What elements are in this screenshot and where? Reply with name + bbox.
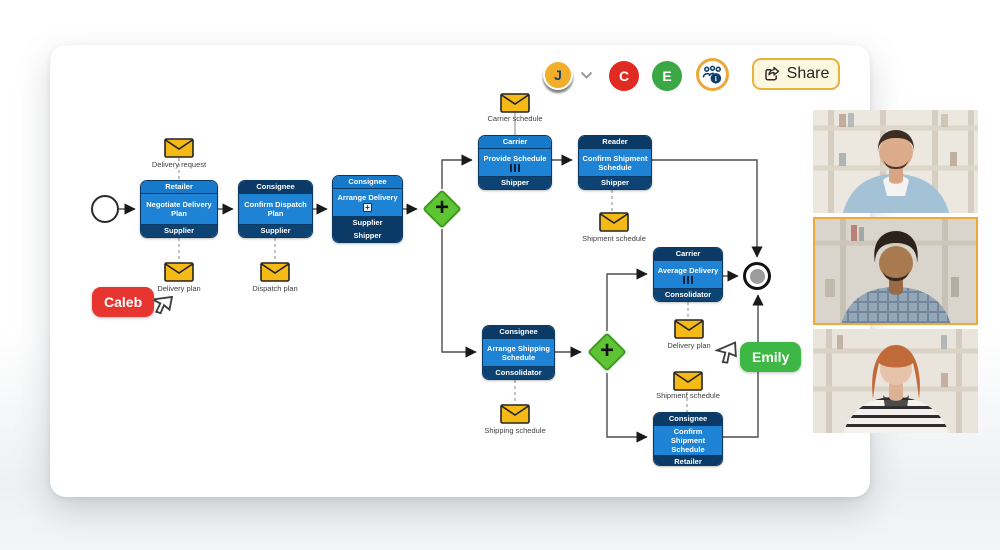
task-header: Consignee [239,181,312,194]
message-label: Delivery plan [667,341,711,350]
task-label: Negotiate Delivery Plan [146,200,212,218]
multi-instance-icon [510,163,520,172]
task-label: Arrange Shipping Schedule [487,343,550,362]
task-header: Consignee [333,176,402,189]
task-footer: Supplier [141,224,217,237]
avatar-j[interactable]: J [543,60,573,90]
message-carrier-schedule[interactable] [500,93,530,113]
task-label: Provide Schedule [483,153,547,163]
cursor-label-emily: Emily [740,342,802,372]
task-footer: Retailer [654,455,722,465]
task-footer: Consolidator [483,366,554,379]
task-arrange-delivery[interactable]: Consignee Arrange Delivery + Supplier Sh… [332,175,403,243]
message-label: Dispatch plan [252,284,298,293]
message-label: Delivery plan [157,284,201,293]
video-thumbnail-3[interactable] [813,329,978,433]
end-event-core [749,268,765,284]
cursor-emily-icon [714,341,737,364]
task-footer: Consolidator [654,288,722,301]
task-label: Arrange Delivery [337,193,398,202]
message-label: Shipment schedule [582,234,646,243]
parallel-gateway-2[interactable]: + [587,332,627,372]
task-arrange-shipping-schedule[interactable]: Consignee Arrange Shipping Schedule Cons… [482,325,555,380]
message-shipment-schedule-bottom[interactable] [673,371,703,391]
cursor-label-caleb: Caleb [92,287,155,317]
flow-gw1-t7[interactable] [441,229,477,358]
people-info-icon: i [702,65,722,84]
share-button[interactable]: Share [752,58,840,90]
message-shipment-schedule-top[interactable] [599,212,629,232]
task-header: Consignee [483,326,554,339]
task-footer: Supplier [333,216,402,229]
message-label: Shipping schedule [484,426,546,435]
task-header: Carrier [654,248,722,261]
message-label: Delivery request [151,160,207,169]
share-label: Share [786,65,830,82]
message-delivery-plan[interactable] [164,262,194,282]
video-thumbnail-2-active[interactable] [813,217,978,325]
task-footer: Supplier [239,224,312,237]
video-thumbnail-1[interactable] [813,110,978,213]
task-header: Consignee [654,413,722,426]
multi-instance-icon [683,275,693,284]
svg-text:i: i [715,74,718,83]
flow-t5-end[interactable] [652,159,763,258]
subprocess-plus-icon: + [363,203,372,212]
task-confirm-dispatch-plan[interactable]: Consignee Confirm Dispatch Plan Supplier [238,180,313,238]
task-provide-schedule[interactable]: Carrier Provide Schedule Shipper [478,135,552,190]
task-confirm-shipment-schedule-bottom[interactable]: Consignee Confirm Shipment Schedule Reta… [653,412,723,466]
message-delivery-request[interactable] [164,138,194,158]
message-shipping-schedule[interactable] [500,404,530,424]
flow-gw1-t4[interactable] [441,154,473,189]
task-label: Confirm Shipment Schedule [582,153,648,172]
task-footer: Shipper [333,229,402,242]
message-label: Shipment schedule [656,391,720,400]
task-negotiate-delivery-plan[interactable]: Retailer Negotiate Delivery Plan Supplie… [140,180,218,238]
task-label: Confirm Dispatch Plan [244,200,307,218]
task-header: Reader [579,136,651,149]
start-event[interactable] [91,195,119,223]
message-dispatch-plan[interactable] [260,262,290,282]
message-label: Carrier schedule [487,114,543,123]
message-delivery-plan-right[interactable] [674,319,704,339]
task-label: Confirm Shipment Schedule [670,427,706,454]
task-footer: Shipper [579,176,651,189]
collaborators-button[interactable]: i [696,58,729,91]
avatar-c[interactable]: C [609,61,639,91]
flow-gw2-t6[interactable] [606,268,648,331]
task-average-delivery[interactable]: Carrier Average Delivery Consolidator [653,247,723,302]
plus-icon: + [599,336,614,364]
plus-icon: + [434,193,449,221]
flow-gw2-t8[interactable] [606,373,648,443]
task-header: Carrier [479,136,551,149]
task-header: Retailer [141,181,217,194]
task-label: Average Delivery [657,265,719,275]
avatar-e[interactable]: E [652,61,682,91]
share-icon [764,66,779,80]
end-event[interactable] [743,262,771,290]
chevron-down-icon[interactable] [580,71,593,80]
parallel-gateway-1[interactable]: + [422,189,462,229]
task-confirm-shipment-schedule-top[interactable]: Reader Confirm Shipment Schedule Shipper [578,135,652,190]
task-footer: Shipper [479,176,551,189]
